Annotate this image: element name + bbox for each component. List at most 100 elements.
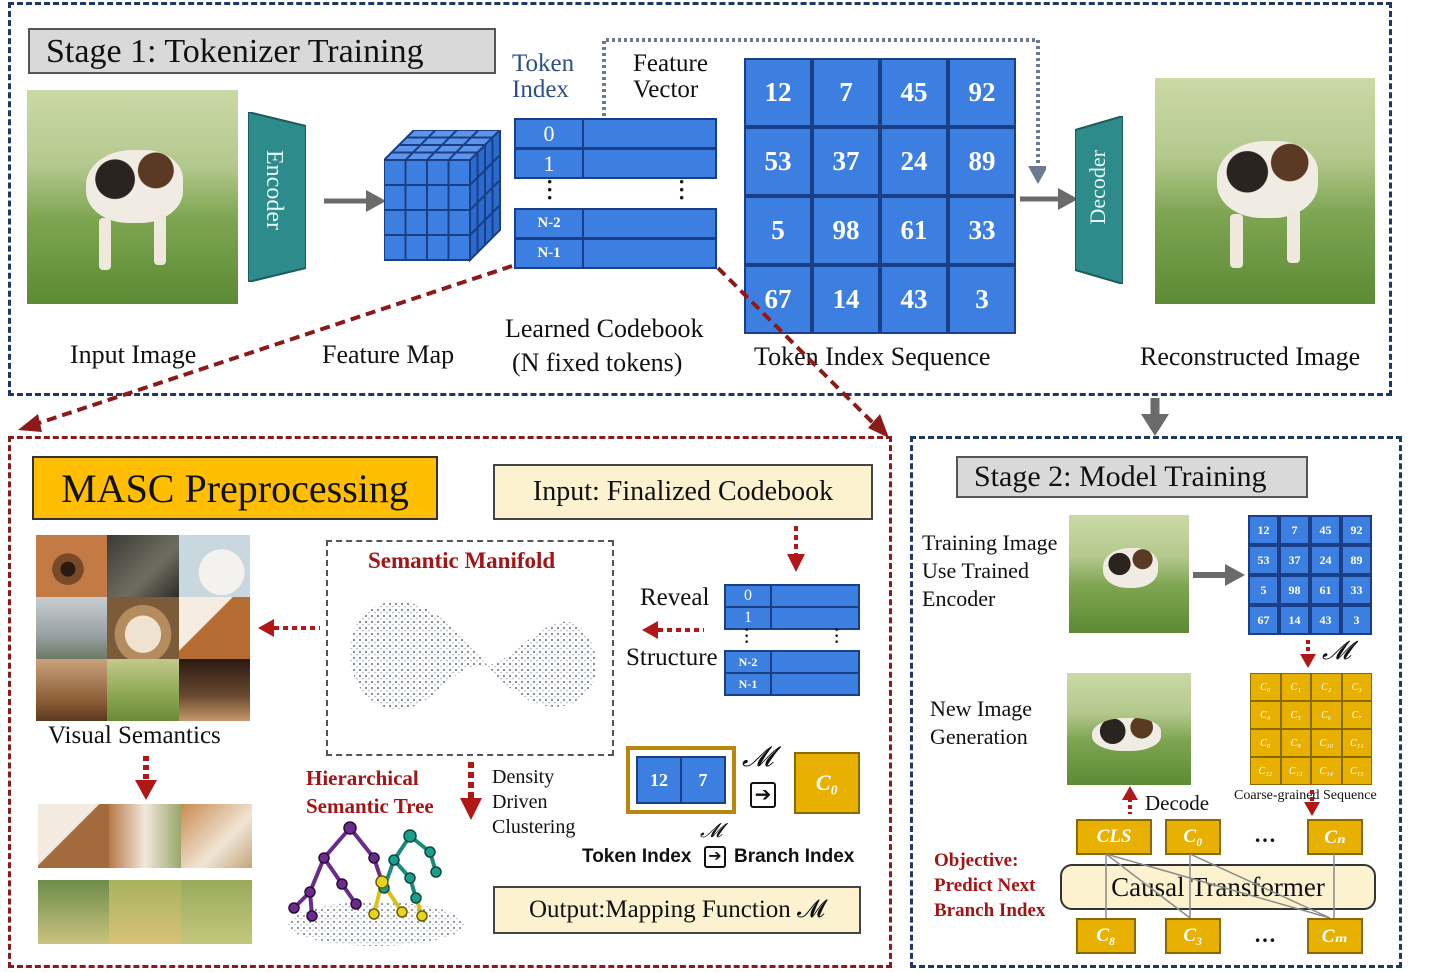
- token-cell-2: 45: [880, 58, 948, 127]
- dog-leg: [1287, 209, 1301, 264]
- stage2-token-cell-5: 37: [1279, 545, 1310, 575]
- branch-cell-4: C₄: [1250, 701, 1281, 729]
- patch-field-3: [181, 880, 252, 944]
- generated-image: [1067, 673, 1191, 785]
- stage2-token-cell-13: 14: [1279, 605, 1310, 635]
- mapping-token-12: 12: [636, 756, 682, 804]
- branch-cell-8: C₈: [1250, 729, 1281, 757]
- mapping-arrow-icon: ➔: [750, 782, 776, 808]
- input-image: [27, 90, 238, 304]
- masc-codebook-row-0: [770, 584, 860, 608]
- token-cell-8: 5: [744, 196, 812, 265]
- token-cell-14: 43: [880, 265, 948, 334]
- masc-output-box: Output:Mapping Function 𝓜: [493, 886, 861, 934]
- stage2-token-cell-4: 53: [1248, 545, 1279, 575]
- cm-token: Cₘ: [1307, 918, 1363, 954]
- branch-cell-0: C₀: [1250, 673, 1281, 701]
- branch-cell-1: C₁: [1280, 673, 1311, 701]
- coarse-sequence-label: Coarse-grained Sequence: [1234, 788, 1377, 803]
- codebook-index-1: 1: [514, 148, 584, 179]
- masc-codebook-row-1: [770, 606, 860, 630]
- new-image-label-1: New Image: [930, 696, 1033, 721]
- patch-paws: [36, 659, 107, 721]
- reconstructed-image-label: Reconstructed Image: [1140, 342, 1361, 371]
- branch-cell-5: C₅: [1280, 701, 1311, 729]
- arrow-down-icon: [1300, 640, 1316, 668]
- token-branch-arrow-icon: ➔: [704, 846, 726, 868]
- manifold-box: [326, 540, 614, 756]
- mapping-example-box: [626, 746, 736, 814]
- token-cell-9: 98: [812, 196, 880, 265]
- stage1-frame: [8, 2, 1392, 396]
- patch-field-1: [38, 880, 109, 944]
- token-cell-1: 7: [812, 58, 880, 127]
- token-cell-13: 14: [812, 265, 880, 334]
- top-ellipsis: …: [1254, 822, 1276, 847]
- arrow-right-icon: [324, 190, 386, 212]
- stage2-token-cell-0: 12: [1248, 515, 1279, 545]
- patch-white-dog: [179, 535, 250, 597]
- arrow-down-icon: [135, 756, 157, 800]
- feature-vector-label-2: Vector: [633, 76, 699, 103]
- codebook-dots-left: ···: [546, 169, 554, 210]
- training-label-1: Training Image: [922, 530, 1058, 555]
- masc-codebook-row-n2: [770, 650, 860, 674]
- arrow-left-icon: [258, 619, 320, 637]
- token-cell-10: 61: [880, 196, 948, 265]
- semantic-tree-icon: [288, 821, 464, 946]
- patch-field-2: [109, 880, 181, 944]
- dog-figure: [1091, 717, 1162, 752]
- stage2-token-cell-3: 92: [1341, 515, 1372, 545]
- dotted-connector: [602, 38, 1046, 184]
- stage2-title: Stage 2: Model Training: [956, 456, 1308, 498]
- objective-label-1: Objective:: [934, 850, 1019, 871]
- patch-dark: [179, 659, 250, 721]
- reconstructed-image: [1155, 78, 1375, 304]
- masc-frame: [8, 436, 892, 968]
- token-cell-5: 37: [812, 127, 880, 196]
- attention-lines: [1105, 854, 1335, 919]
- branch-cell-15: C₁₅: [1341, 757, 1372, 785]
- masc-codebook-dots: ···: [834, 622, 840, 651]
- dog-figure: [1216, 141, 1318, 219]
- patch-eye: [36, 535, 107, 597]
- masc-codebook-dots: ···: [744, 622, 750, 651]
- encoder-block: [248, 112, 306, 282]
- mapping-symbol-small: 𝓜: [700, 820, 723, 842]
- stage1-title: Stage 1: Tokenizer Training: [28, 28, 496, 74]
- arrow-right-icon: [1193, 564, 1245, 586]
- causal-transformer: Causal Transformer: [1060, 864, 1376, 910]
- branch-cell-14: C₁₄: [1311, 757, 1342, 785]
- training-image: [1069, 515, 1189, 633]
- branch-cell-13: C₁₃: [1280, 757, 1311, 785]
- c3-token: C₃: [1165, 918, 1221, 954]
- token-index-label-1: Token: [512, 50, 575, 77]
- patch-face-2: [109, 804, 181, 868]
- token-index-label-2: Index: [512, 76, 569, 103]
- stage2-token-cell-12: 67: [1248, 605, 1279, 635]
- codebook-row-0: [582, 118, 717, 149]
- branch-cell-9: C₉: [1280, 729, 1311, 757]
- masc-codebook-index-n1: N-1: [724, 672, 772, 696]
- branch-cell-11: C₁₁: [1341, 729, 1372, 757]
- cls-token: CLS: [1076, 819, 1152, 855]
- density-label-1: Density: [492, 766, 555, 788]
- tree-label-2: Semantic Tree: [306, 794, 434, 818]
- masc-codebook-row-n1: [770, 672, 860, 696]
- stage2-token-cell-8: 5: [1248, 575, 1279, 605]
- codebook-row-1: [582, 148, 717, 179]
- token-cell-3: 92: [948, 58, 1016, 127]
- reveal-label-2: Structure: [626, 644, 718, 671]
- decoder-block: [1075, 116, 1123, 284]
- stage2-token-cell-11: 33: [1341, 575, 1372, 605]
- token-seq-label: Token Index Sequence: [754, 342, 991, 371]
- density-label-3: Clustering: [492, 816, 576, 838]
- objective-label-3: Branch Index: [934, 900, 1046, 921]
- training-label-3: Encoder: [922, 586, 996, 611]
- branch-cell-10: C₁₀: [1311, 729, 1342, 757]
- density-label-2: Driven: [492, 791, 548, 813]
- feature-vector-label-1: Feature: [633, 50, 708, 77]
- bottom-ellipsis: …: [1254, 922, 1276, 947]
- stage2-token-cell-15: 3: [1341, 605, 1372, 635]
